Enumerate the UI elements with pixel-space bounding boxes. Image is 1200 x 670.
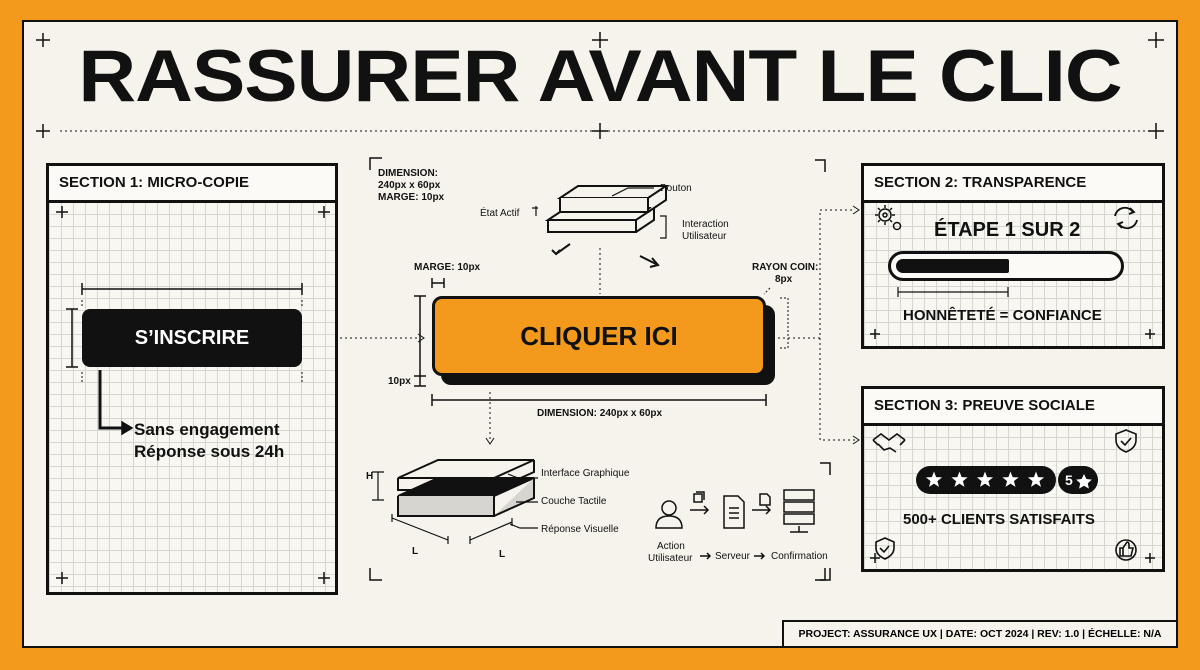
stack-label-gui: Interface Graphique bbox=[541, 468, 630, 479]
section3-heading: SECTION 3: PREUVE SOCIALE bbox=[864, 389, 1162, 426]
micro-copy-line1: Sans engagement bbox=[134, 420, 280, 439]
clients-count: 500+ CLIENTS SATISFAITS bbox=[903, 511, 1095, 528]
stack-label-l2: L bbox=[499, 549, 506, 560]
margin-label: MARGE: 10px bbox=[414, 262, 481, 273]
section1-heading: SECTION 1: MICRO-COPIE bbox=[49, 166, 335, 203]
dim-note-line2: 240px x 60px bbox=[378, 180, 441, 191]
layer-label-interaction1: Interaction bbox=[682, 219, 729, 230]
dimension-label: DIMENSION: 240px x 60px bbox=[537, 408, 663, 419]
footer-metadata: PROJECT: ASSURANCE UX | DATE: OCT 2024 |… bbox=[782, 620, 1176, 646]
progress-fill bbox=[896, 259, 1009, 273]
honesty-tagline: HONNÊTETÉ = CONFIANCE bbox=[903, 307, 1102, 324]
micro-copy-line2: Réponse sous 24h bbox=[134, 442, 285, 461]
dim-note-line3: MARGE: 10px bbox=[378, 192, 445, 203]
section2-heading: SECTION 2: TRANSPARENCE bbox=[864, 166, 1162, 203]
step-indicator: ÉTAPE 1 SUR 2 bbox=[934, 219, 1081, 241]
flow-action-2: Utilisateur bbox=[648, 553, 693, 564]
flow-confirm: Confirmation bbox=[771, 551, 828, 562]
layer-label-interaction2: Utilisateur bbox=[682, 231, 727, 242]
rating-badge: 5 bbox=[1058, 466, 1098, 494]
dim-note-line1: DIMENSION: bbox=[378, 168, 438, 179]
cta-button[interactable]: CLIQUER ICI bbox=[432, 296, 766, 376]
stack-label-visual: Réponse Visuelle bbox=[541, 524, 619, 535]
star-rating bbox=[916, 466, 1056, 494]
layer-label-active: État Actif bbox=[480, 208, 520, 219]
section1-panel: SECTION 1: MICRO-COPIE bbox=[46, 163, 338, 595]
stack-label-h: H bbox=[366, 471, 374, 482]
radius-label-1: RAYON COIN: bbox=[752, 262, 819, 273]
layer-label-button: Bouton bbox=[660, 183, 692, 194]
radius-label-2: 8px bbox=[775, 274, 793, 285]
height-label: 10px bbox=[388, 376, 411, 387]
flow-action-1: Action bbox=[657, 541, 685, 552]
signup-button[interactable]: S’INSCRIRE bbox=[82, 309, 302, 367]
stack-label-l1: L bbox=[412, 546, 419, 557]
page-title: RASSURER AVANT LE CLIC bbox=[78, 34, 1122, 117]
stack-label-touch: Couche Tactile bbox=[541, 496, 607, 507]
flow-server: Serveur bbox=[715, 551, 751, 562]
rating-value: 5 bbox=[1065, 472, 1073, 488]
progress-bar bbox=[888, 251, 1124, 281]
